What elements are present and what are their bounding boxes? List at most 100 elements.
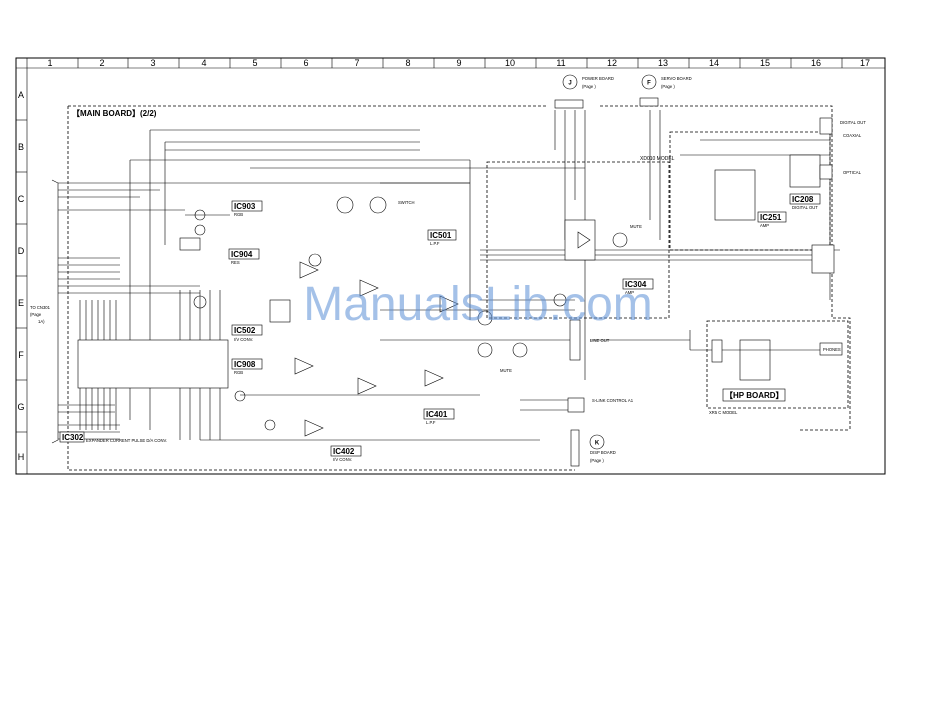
col-label: 7 [354, 58, 359, 68]
col-label: 2 [99, 58, 104, 68]
coaxial-label: COAXIAL [843, 133, 862, 138]
ic251-label: IC251 [760, 213, 782, 222]
row-letters: A B C D E F G H [17, 90, 24, 462]
ic502: IC502 I/V CONV. [231, 299, 291, 342]
col-label: 16 [811, 58, 821, 68]
ic302-package: IC302 EXPANDER CURRENT PULSE D/A CONV. [59, 339, 229, 443]
ic502-label: IC502 [234, 326, 256, 335]
left-cn301-ref: TO CN301 (Page 1A) [30, 179, 59, 444]
optical-label: OPTICAL [843, 170, 862, 175]
disp-board-ref: K DISP BOARD (Page ) [570, 429, 616, 467]
ic251-desc: AMP [760, 223, 769, 228]
ic302-desc: EXPANDER CURRENT PULSE D/A CONV. [86, 438, 167, 443]
col-label: 13 [658, 58, 668, 68]
switch-label: SWITCH [398, 200, 415, 205]
servo-board-ref-name: SERVO BOARD [661, 76, 692, 81]
mute-label-1: MUTE [630, 224, 642, 229]
col-label: 6 [303, 58, 308, 68]
watermark: ManualsLib.com [303, 278, 653, 331]
ic903-label: IC903 [234, 202, 256, 211]
phones-label: PHONES [823, 347, 841, 352]
ic904: IC904 RES [179, 237, 260, 265]
ic904-label: IC904 [231, 250, 253, 259]
ic401: IC401 L.P.F [423, 310, 528, 425]
ic304-label: IC304 [625, 280, 647, 289]
misc-labels: SWITCH MUTE MUTE [398, 200, 642, 373]
right-connectors: DIGITAL OUT COAXIAL OPTICAL [811, 117, 866, 274]
ic908-desc: RGB [234, 370, 243, 375]
col-label: 15 [760, 58, 770, 68]
col-label: 8 [405, 58, 410, 68]
row-separators [16, 119, 27, 433]
ic302-label: IC302 [62, 433, 84, 442]
left-ref-line1: TO CN301 [30, 305, 51, 310]
col-label: 14 [709, 58, 719, 68]
digital-out-label: DIGITAL OUT [840, 120, 866, 125]
ic502-desc: I/V CONV. [234, 337, 253, 342]
col-label: 11 [556, 58, 565, 68]
bus-wires [58, 110, 840, 441]
servo-board-ref-letter: F [647, 81, 651, 87]
ic208: IC208 DIGITAL OUT [789, 154, 821, 210]
ic208-desc: DIGITAL OUT [792, 205, 818, 210]
col-label: 3 [150, 58, 155, 68]
servo-board-ref-page: (Page ) [661, 84, 675, 89]
ic903-desc: RGB [234, 212, 243, 217]
ic304-desc: AMP [625, 290, 634, 295]
column-numbers: 1 2 3 4 5 6 7 8 9 10 11 12 13 14 15 16 1… [47, 58, 870, 68]
ic402: IC402 I/V CONV. [294, 357, 377, 462]
ic401-desc: L.P.F [426, 420, 436, 425]
disp-board-ref-page: (Page ) [590, 458, 604, 463]
power-board-ref-name: POWER BOARD [582, 76, 614, 81]
row-label: E [18, 298, 24, 308]
grid-frame: 1 2 3 4 5 6 7 8 9 10 11 12 13 14 15 16 1… [15, 57, 886, 475]
col-label: 17 [860, 58, 870, 68]
col-label: 9 [456, 58, 461, 68]
line-out-label: LINE OUT [590, 338, 610, 343]
s-link-label: S-LINK CONTROL A1 [592, 398, 634, 403]
col-label: 10 [505, 58, 515, 68]
ic501-desc: L.P.F [430, 241, 440, 246]
row-label: G [17, 402, 24, 412]
power-board-ref-page: (Page ) [582, 84, 596, 89]
servo-board-ref: F SERVO BOARD (Page ) [639, 74, 692, 107]
main-board-title: 【MAIN BOARD】(2/2) [72, 108, 157, 118]
ic401-label: IC401 [426, 410, 448, 419]
ic251: IC251 AMP [714, 169, 787, 228]
ic304: IC304 AMP [553, 219, 654, 307]
row-label: H [18, 452, 25, 462]
row-label: D [18, 246, 25, 256]
xd-model-label: XD010 MODEL [640, 156, 675, 162]
ic908: IC908 RGB [231, 358, 276, 431]
column-separators [77, 58, 843, 68]
ic402-desc: I/V CONV. [333, 457, 352, 462]
power-board-ref: J POWER BOARD (Page ) [554, 74, 614, 109]
line-out-block: LINE OUT S-LINK CONTROL A1 [567, 319, 634, 413]
disp-board-ref-letter: K [595, 441, 600, 447]
col-label: 5 [252, 58, 257, 68]
hp-board-title: 【HP BOARD】 [725, 390, 784, 400]
left-ref-line2: (Page [30, 312, 42, 317]
mute-label-2: MUTE [500, 368, 512, 373]
row-label: B [18, 142, 24, 152]
hp-board-model: XR5 C MODEL [709, 410, 738, 415]
ic208-label: IC208 [792, 195, 814, 204]
col-label: 4 [201, 58, 206, 68]
ic903: IC903 RGB [185, 200, 263, 236]
col-label: 1 [47, 58, 52, 68]
ic402-label: IC402 [333, 447, 355, 456]
left-ref-line3: 1A) [38, 319, 45, 324]
col-label: 12 [607, 58, 617, 68]
ic908-label: IC908 [234, 360, 256, 369]
row-label: A [18, 90, 24, 100]
transistors [193, 196, 387, 309]
row-label: C [18, 194, 25, 204]
ic501-label: IC501 [430, 231, 452, 240]
power-board-ref-letter: J [568, 81, 571, 87]
hp-board: PHONES 【HP BOARD】 XR5 C MODEL [706, 320, 849, 415]
ic501: IC501 L.P.F [299, 229, 459, 313]
row-label: F [18, 350, 24, 360]
ic904-desc: RES [231, 260, 240, 265]
main-board-outline: 【MAIN BOARD】(2/2) [67, 105, 851, 471]
